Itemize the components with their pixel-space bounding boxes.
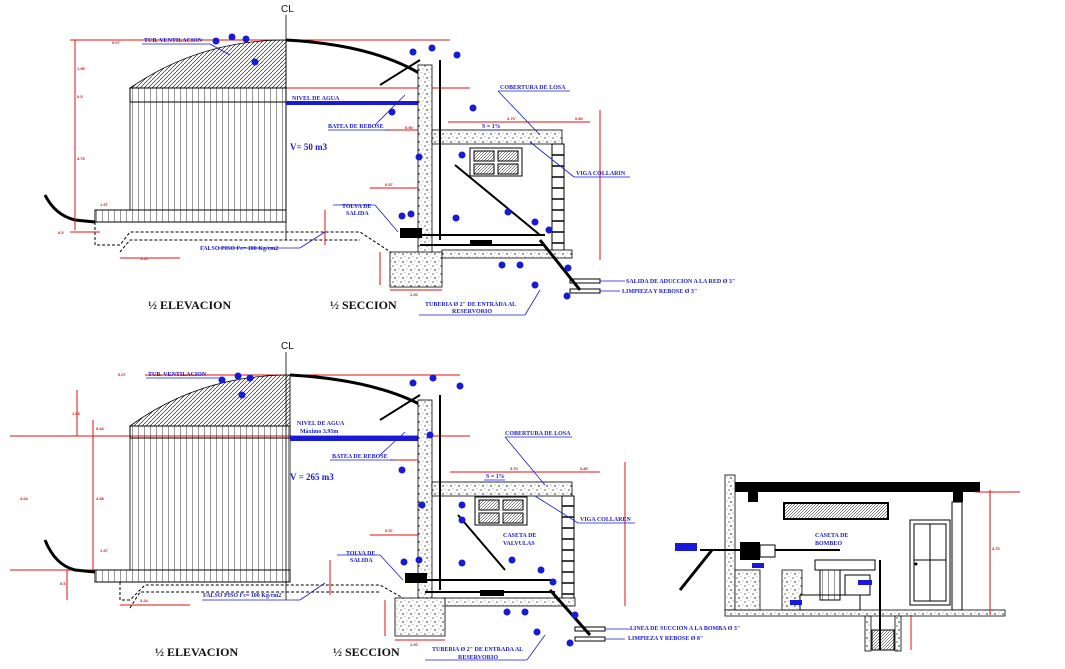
label-hopper-bottom-1: TOLVA DE xyxy=(346,551,375,557)
svg-text:3.70: 3.70 xyxy=(992,546,1001,551)
label-pump-house-2: BOMBEO xyxy=(815,541,842,547)
pump-house-door xyxy=(909,519,951,606)
label-cleanout-bottom: LIMPIEZA Y REBOSE Ø 8" xyxy=(628,636,703,642)
svg-text:0.5: 0.5 xyxy=(77,94,83,99)
tank-wall-elevation-bottom xyxy=(129,437,291,571)
label-beam-bottom: VIGA COLLAREN xyxy=(580,517,632,523)
label-slope-top: S = 1% xyxy=(482,124,501,130)
label-outlet-top: SALIDA DE ADUCCION A LA RED Ø 3" xyxy=(626,279,735,285)
pump-house: 3.70 CASETA DE BOMBEO xyxy=(675,474,1020,652)
label-hopper-top-2: SALIDA xyxy=(346,211,369,217)
label-slope-bottom: S = 1% xyxy=(486,474,505,480)
label-inlet-bottom-2: RESERVORIO xyxy=(458,655,498,661)
label-water-level-bottom: NIVEL DE AGUA xyxy=(297,421,345,427)
label-overflow-top: BATEA DE REBOSE xyxy=(328,124,384,130)
svg-text:0.44: 0.44 xyxy=(96,426,105,431)
svg-text:4.64: 4.64 xyxy=(20,496,29,501)
window-bottom xyxy=(474,496,528,526)
pump-house-vent xyxy=(783,502,889,520)
roof-slab-top xyxy=(431,129,563,145)
svg-text:1.00: 1.00 xyxy=(410,642,419,647)
svg-text:0.57: 0.57 xyxy=(385,528,394,533)
title-fraction-sec-bottom: ½ xyxy=(333,645,342,659)
label-beam-top: VIGA COLLARIN xyxy=(576,171,626,177)
label-valve-house-1: CASETA DE xyxy=(503,533,536,539)
label-roof-top: COBERTURA DE LOSA xyxy=(500,85,566,91)
pump-house-floor xyxy=(724,609,1006,617)
label-floor-top: FALSO PISO f'c= 100 Kg/cm2 xyxy=(200,246,278,252)
svg-text:1.00: 1.00 xyxy=(410,292,419,297)
water-level-top xyxy=(286,101,421,105)
svg-text:3.70: 3.70 xyxy=(510,466,519,471)
title-fraction-elev-top: ½ xyxy=(148,298,157,312)
label-suction-bottom: LINEA DE SUCCION A LA BOMBA Ø 3" xyxy=(630,626,740,632)
svg-text:4.58: 4.58 xyxy=(96,496,105,501)
label-water-level-top: NIVEL DE AGUA xyxy=(292,96,340,102)
svg-text:1.97: 1.97 xyxy=(100,548,109,553)
svg-text:0.07: 0.07 xyxy=(112,40,121,45)
title-section-top: SECCION xyxy=(342,298,397,312)
svg-text:3.70: 3.70 xyxy=(507,116,516,121)
svg-text:3.24: 3.24 xyxy=(140,598,149,603)
dome-roof-bottom xyxy=(128,374,291,427)
pump-house-roof xyxy=(735,482,980,492)
label-inlet-top-1: TUBERIA Ø 2" DE ENTRADA AL xyxy=(425,302,516,308)
svg-text:0.90: 0.90 xyxy=(405,125,414,130)
tank-wall-section-bottom xyxy=(417,399,433,601)
label-volume-top: V= 50 m3 xyxy=(290,142,328,152)
svg-text:0.80: 0.80 xyxy=(575,116,584,121)
centerline-label-top: CL xyxy=(281,4,294,15)
svg-text:0.5: 0.5 xyxy=(58,230,64,235)
pump-house-tag xyxy=(675,543,697,551)
svg-text:3.75: 3.75 xyxy=(77,156,86,161)
svg-text:0.07: 0.07 xyxy=(118,372,127,377)
label-water-max-bottom: Máximo 3.95m xyxy=(300,429,338,435)
title-elevation-top: ELEVACION xyxy=(160,298,231,312)
svg-text:1.95: 1.95 xyxy=(77,66,86,71)
label-overflow-bottom: BATEA DE REBOSE xyxy=(332,454,388,460)
svg-text:0.80: 0.80 xyxy=(580,466,589,471)
tank-base-bottom xyxy=(94,569,291,583)
svg-text:1.97: 1.97 xyxy=(100,202,109,207)
title-elevation-bottom: ELEVACION xyxy=(167,645,238,659)
label-roof-bottom: COBERTURA DE LOSA xyxy=(505,431,571,437)
svg-text:1.24: 1.24 xyxy=(140,256,149,261)
label-valve-house-2: VALVULAS xyxy=(503,541,535,547)
centerline-label-bottom: CL xyxy=(281,341,294,352)
tank-wall-elevation-top xyxy=(129,101,287,211)
title-section-bottom: SECCION xyxy=(345,645,400,659)
bottom-drawing: CL xyxy=(10,341,740,661)
label-vent-bottom: TUB. VENTILACION xyxy=(148,372,207,378)
window-top xyxy=(469,147,523,177)
roof-slab-bottom xyxy=(431,481,573,497)
top-drawing: CL xyxy=(43,4,735,316)
dome-section-top xyxy=(285,38,431,82)
svg-text:0.5: 0.5 xyxy=(60,581,66,586)
tank-ring-top xyxy=(129,87,287,103)
dome-roof-top xyxy=(128,39,287,89)
label-volume-bottom: V = 265 m3 xyxy=(290,472,334,482)
label-inlet-top-2: RESERVORIO xyxy=(452,309,492,315)
label-hopper-top-1: TOLVA DE xyxy=(342,204,371,210)
label-hopper-bottom-2: SALIDA xyxy=(350,558,373,564)
water-level-bottom xyxy=(290,436,420,441)
label-floor-bottom: FALSO PISO f'c= 100 Kg/cm2 xyxy=(203,593,281,599)
title-fraction-elev-bottom: ½ xyxy=(155,645,164,659)
label-pump-house-1: CASETA DE xyxy=(815,533,848,539)
label-cleanout-top: LIMPIEZA Y REBOSE Ø 3" xyxy=(622,289,697,295)
label-inlet-bottom-1: TUBERIA Ø 2" DE ENTRADA AL xyxy=(432,647,523,653)
title-fraction-sec-top: ½ xyxy=(330,298,339,312)
svg-text:1.95: 1.95 xyxy=(72,411,81,416)
dome-section-bottom xyxy=(289,373,431,412)
label-vent-top: TUB. VENTILACION xyxy=(144,38,203,44)
tank-base-top xyxy=(94,209,287,223)
svg-text:0.57: 0.57 xyxy=(385,182,394,187)
tank-ring-bottom xyxy=(129,425,291,439)
